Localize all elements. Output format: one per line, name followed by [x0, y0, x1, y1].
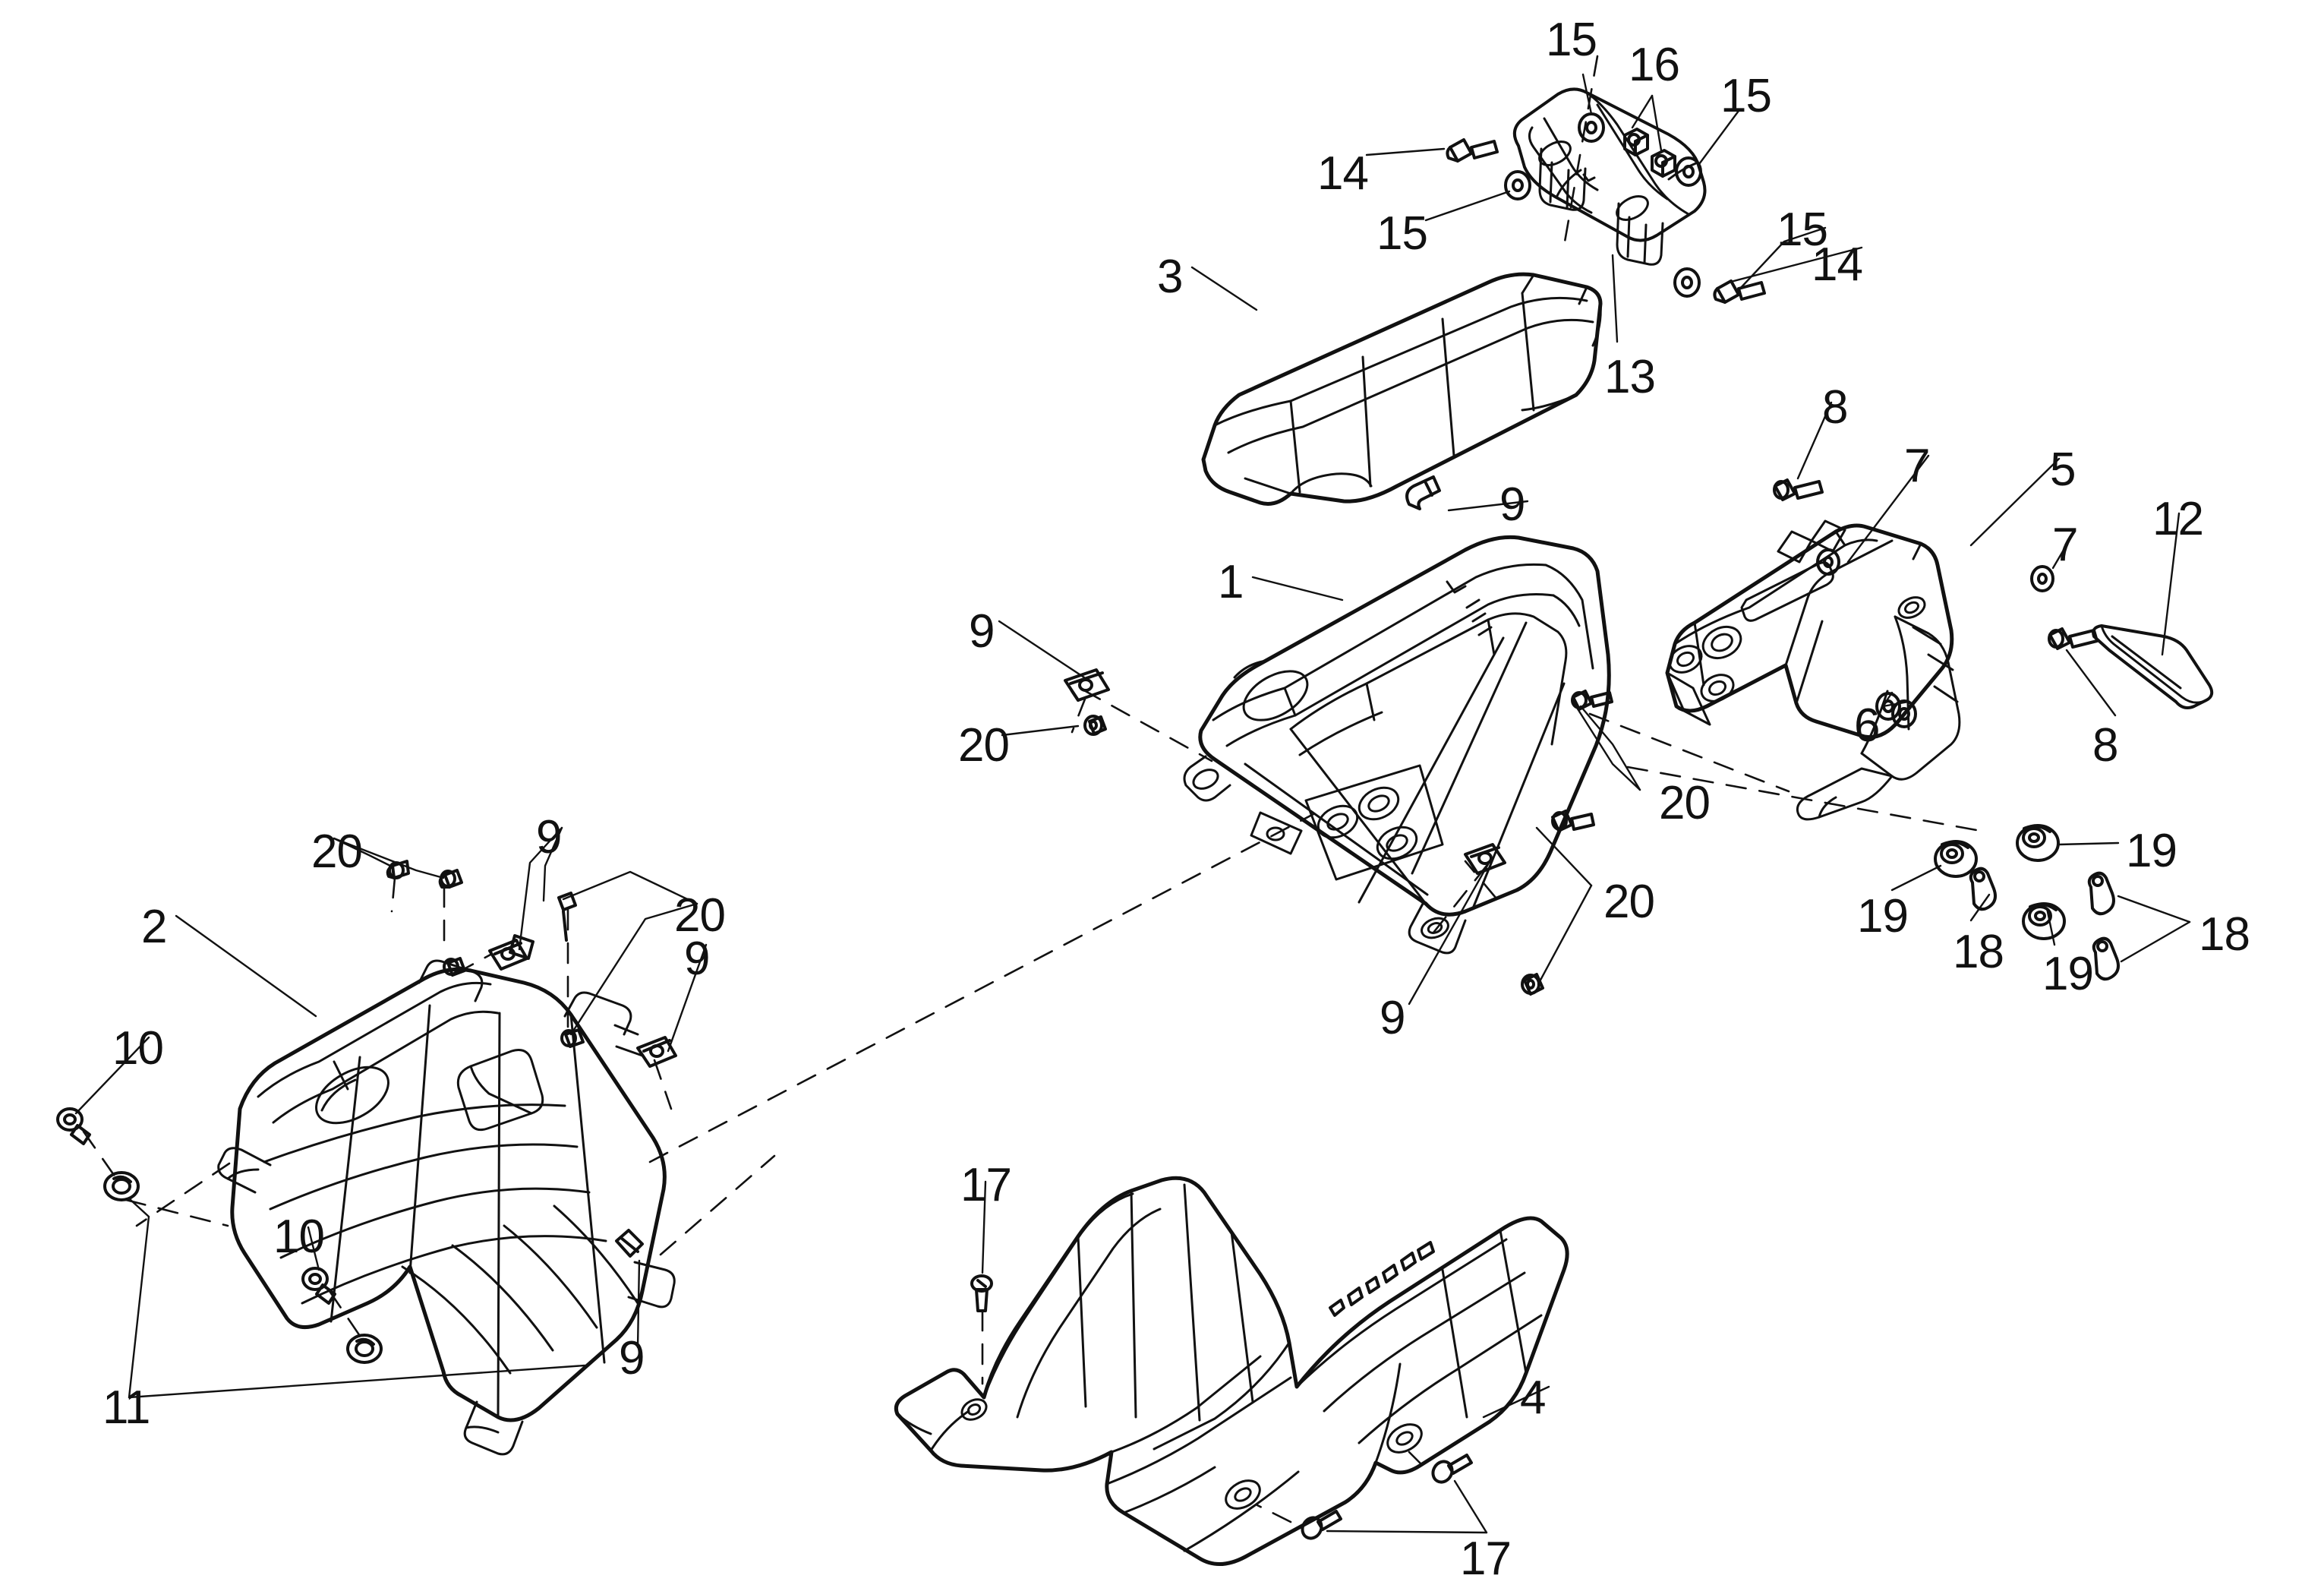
callout-20: 20	[1659, 777, 1711, 829]
fastener-17-screw-b	[1301, 1510, 1342, 1540]
callout-20: 20	[1603, 876, 1655, 928]
callout-15: 15	[1777, 204, 1828, 256]
part-1-rear-body-frame	[1183, 535, 1611, 955]
fastener-14-bolt	[1446, 138, 1499, 163]
callout-17: 17	[1460, 1533, 1512, 1585]
fastener-9-clip-nut-g	[615, 1229, 644, 1258]
fastener-10-collar	[56, 1107, 91, 1145]
callout-9: 9	[619, 1332, 645, 1384]
fastener-17-screw-c	[1431, 1454, 1473, 1484]
part-4-rear-fender	[894, 1176, 1569, 1567]
callout-20: 20	[311, 826, 363, 878]
callout-14: 14	[1812, 238, 1863, 291]
callout-20: 20	[958, 719, 1010, 772]
fastener-9-clip-nut-c	[1405, 475, 1441, 510]
fastener-19-mount-c	[2022, 902, 2066, 940]
callout-3: 3	[1157, 251, 1183, 303]
fastener-11-grommet	[103, 1171, 140, 1201]
callout-19: 19	[2042, 948, 2094, 1000]
fastener-18-rivet	[1969, 867, 1997, 911]
assembly-axis-lines	[82, 55, 1991, 1523]
callout-11: 11	[102, 1381, 150, 1434]
callout-9: 9	[684, 933, 710, 985]
callout-7: 7	[2052, 519, 2078, 571]
fastener-9-clip-nut	[1064, 668, 1110, 702]
fastener-11-grommet-b	[346, 1334, 383, 1364]
callout-18: 18	[2199, 908, 2250, 961]
callout-2: 2	[141, 901, 167, 953]
part-3-seat	[1201, 272, 1603, 506]
callout-8: 8	[2092, 719, 2118, 772]
callout-14: 14	[1317, 147, 1369, 200]
fastener-15-washer	[1504, 112, 1702, 298]
fastener-6-washer	[1875, 692, 1917, 728]
callout-17: 17	[960, 1159, 1012, 1211]
callout-5: 5	[2050, 444, 2076, 496]
callout-1: 1	[1218, 556, 1244, 608]
fastener-20-screw-f	[443, 957, 466, 977]
fastener-9-clip-nut-b	[1464, 843, 1506, 875]
callout-19: 19	[1857, 890, 1909, 942]
fastener-20-screw	[1083, 715, 1107, 736]
fastener-9-clip-nut-f	[509, 934, 534, 960]
fastener-8-screw-b	[2048, 627, 2099, 650]
fastener-14-bolt-b	[1713, 279, 1766, 304]
callout-10: 10	[112, 1022, 164, 1075]
callout-18: 18	[1953, 926, 2004, 978]
fastener-20-screw-c	[1551, 810, 1595, 832]
fastener-19-mount-b	[2016, 824, 2060, 862]
fastener-20-screw-d	[1521, 973, 1544, 996]
callout-13: 13	[1604, 351, 1656, 403]
part-5-rear-fender-bracket	[1665, 519, 1961, 821]
callout-9: 9	[1380, 992, 1405, 1044]
callout-6: 6	[1854, 699, 1880, 752]
callout-15: 15	[1720, 70, 1772, 122]
callout-8: 8	[1822, 381, 1848, 434]
callout-20: 20	[674, 889, 726, 942]
fastener-18-rivet-b	[2087, 871, 2115, 916]
callout-7: 7	[1904, 440, 1930, 492]
fastener-10-collar-b	[301, 1267, 336, 1305]
callout-10: 10	[273, 1211, 325, 1263]
fastener-20-screw-b	[1571, 690, 1613, 711]
fastener-19-mount	[1934, 840, 1978, 878]
callout-4: 4	[1520, 1372, 1546, 1424]
fastener-16-nut	[1623, 128, 1676, 178]
part-2-left-side-panel	[217, 959, 676, 1456]
fastener-8-screw	[1773, 478, 1824, 501]
fastener-17-screw	[970, 1274, 993, 1312]
callout-12: 12	[2152, 493, 2204, 545]
fastener-18-rivet-c	[2092, 936, 2120, 981]
callout-16: 16	[1629, 39, 1680, 91]
fastener-20-screw-i	[557, 892, 577, 942]
callout-9: 9	[1499, 478, 1525, 531]
fastener-7-washer	[1816, 548, 2054, 592]
callout-9: 9	[536, 811, 562, 863]
fastener-20-screw-h	[560, 1028, 585, 1048]
fastener-9-clip-nut-e	[636, 1036, 677, 1068]
callout-15: 15	[1376, 207, 1428, 260]
callout-19: 19	[2126, 825, 2177, 877]
part-13-grab-handle	[1512, 87, 1707, 266]
leader-lines	[74, 73, 2191, 1534]
fastener-20-screw-e	[438, 869, 463, 889]
part-12-reflector-strip	[2092, 624, 2214, 709]
callout-15: 15	[1546, 14, 1597, 66]
callout-9: 9	[969, 605, 995, 658]
